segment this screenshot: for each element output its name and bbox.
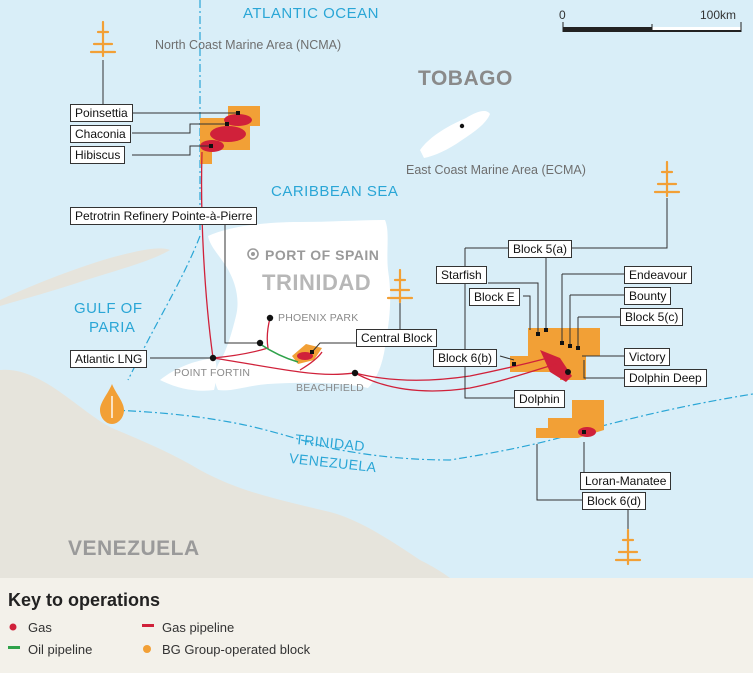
paria-peninsula bbox=[0, 248, 170, 306]
callout-victory: Victory bbox=[624, 348, 671, 366]
callout-starfish: Starfish bbox=[436, 266, 487, 284]
beachfield-label: BEACHFIELD bbox=[296, 382, 364, 394]
legend-bg-block: BG Group-operated block bbox=[162, 642, 311, 657]
field-markers bbox=[209, 111, 586, 434]
platform-icon-ncma bbox=[89, 20, 117, 58]
callout-bounty: Bounty bbox=[624, 287, 672, 305]
platform-icons bbox=[89, 20, 681, 566]
legend: Key to operations Gas Oil pipeline Gas p… bbox=[0, 578, 753, 673]
callout-refinery: Petrotrin Refinery Pointe-à-Pierre bbox=[70, 207, 258, 225]
callout-poinsettia: Poinsettia bbox=[70, 104, 133, 122]
oil-pipeline-swatch bbox=[8, 646, 20, 649]
lng-terminal-icon bbox=[100, 384, 124, 424]
phoenix-park-label: PHOENIX PARK bbox=[278, 312, 359, 324]
scale-bar bbox=[562, 22, 742, 32]
boundary-line-west bbox=[127, 0, 201, 381]
gulf-label-line2: PARIA bbox=[89, 319, 136, 336]
scale-zero-label: 0 bbox=[559, 8, 566, 22]
atlantic-ocean-label: ATLANTIC OCEAN bbox=[243, 5, 379, 22]
gulf-label-line1: GULF OF bbox=[74, 300, 143, 317]
gas-pipelines bbox=[200, 151, 557, 392]
venezuela-landmass bbox=[0, 369, 450, 578]
legend-gas: Gas bbox=[28, 620, 52, 635]
gas-pipeline-swatch bbox=[142, 624, 154, 627]
tobago-landmass bbox=[420, 111, 490, 158]
gas-swatch bbox=[9, 623, 17, 631]
platform-icon-central bbox=[386, 268, 414, 304]
port-of-spain-marker bbox=[247, 248, 259, 260]
callout-block-e: Block E bbox=[469, 288, 520, 306]
venezuela-label: VENEZUELA bbox=[68, 537, 200, 560]
port-of-spain-label: PORT OF SPAIN bbox=[265, 247, 380, 263]
legend-oil-pipeline: Oil pipeline bbox=[28, 642, 93, 657]
legend-gas-pipeline: Gas pipeline bbox=[162, 620, 235, 635]
trinidad-landmass bbox=[208, 220, 391, 391]
callout-chaconia: Chaconia bbox=[70, 125, 131, 143]
tobago-label: TOBAGO bbox=[418, 67, 513, 90]
oil-pipeline bbox=[259, 343, 299, 363]
callout-endeavour: Endeavour bbox=[624, 266, 693, 284]
callout-loran-manatee: Loran-Manatee bbox=[580, 472, 672, 490]
bg-block-swatch bbox=[143, 645, 151, 653]
scale-max-label: 100km bbox=[700, 8, 737, 22]
platform-icon-block6d bbox=[614, 528, 642, 566]
callout-hibiscus: Hibiscus bbox=[70, 146, 126, 164]
point-fortin-label: POINT FORTIN bbox=[174, 367, 251, 379]
ncma-block bbox=[200, 106, 260, 164]
legend-title: Key to operations bbox=[8, 590, 161, 610]
callout-dolphin-deep: Dolphin Deep bbox=[624, 369, 707, 387]
ncma-label: North Coast Marine Area (NCMA) bbox=[155, 38, 342, 52]
callout-block-5c: Block 5(c) bbox=[620, 308, 684, 326]
callout-block-5a: Block 5(a) bbox=[508, 240, 573, 258]
callout-dolphin: Dolphin bbox=[514, 390, 565, 408]
ecma-label: East Coast Marine Area (ECMA) bbox=[406, 163, 586, 177]
callout-block-6d: Block 6(d) bbox=[582, 492, 647, 510]
trinidad-southwest-peninsula bbox=[160, 358, 217, 391]
callout-block-6b: Block 6(b) bbox=[433, 349, 498, 367]
trinidad-label: TRINIDAD bbox=[262, 270, 372, 295]
platform-icon-ecma bbox=[653, 160, 681, 198]
caribbean-sea-label: CARIBBEAN SEA bbox=[271, 183, 399, 200]
callout-atlantic-lng: Atlantic LNG bbox=[70, 350, 148, 368]
boundary-line-south bbox=[111, 393, 753, 461]
leader-lines bbox=[102, 60, 668, 540]
callout-central-block: Central Block bbox=[356, 329, 438, 347]
